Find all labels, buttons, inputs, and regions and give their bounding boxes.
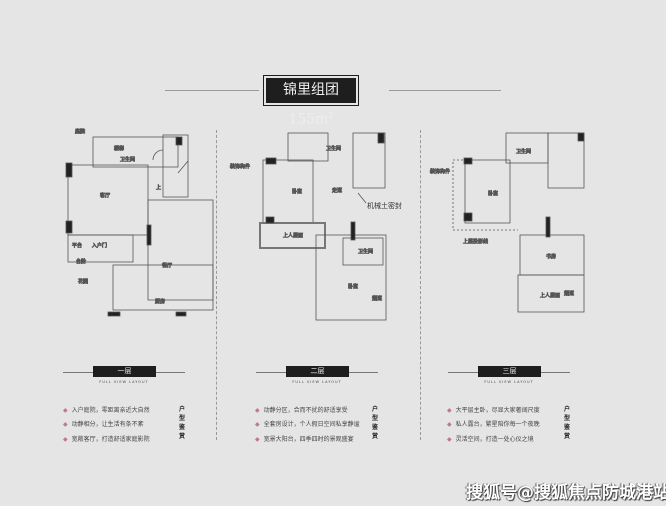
floor-subtitle-2: FULL VIEW LAYOUT: [292, 380, 342, 384]
divider-2: [420, 130, 421, 440]
bullet-icon: ◆: [255, 421, 260, 428]
floor-subtitle-3: FULL VIEW LAYOUT: [484, 380, 534, 384]
page-title: 锦里组团155m2: [263, 75, 359, 128]
title-text: 锦里组团155: [283, 82, 339, 128]
feature-text: 动静相分，让生活有条不紊: [71, 421, 144, 428]
floor-label-3: 三层: [478, 366, 541, 377]
feature-text: 大平层主卧，尽显大家奢阔尺度: [455, 407, 540, 414]
room-label: 卫生间: [120, 156, 135, 163]
title-sup: 2: [328, 111, 334, 120]
bullet-icon: ◆: [447, 407, 452, 414]
room-label: 书房: [546, 253, 556, 260]
feature-item: ◆动静分区，合而不扰的舒适享受: [255, 405, 348, 414]
room-label: 烟道: [564, 290, 574, 297]
floor-plan-2: 卧室 卫生间 走道 上人屋面 卫生间 卧室 装饰构件 烟道: [228, 125, 388, 325]
room-label: 厨房: [155, 298, 165, 305]
feature-text: 灵活空间，打造一处心仪之境: [455, 436, 534, 443]
divider-1: [216, 130, 217, 440]
feature-item: ◆灵活空间，打造一处心仪之境: [447, 434, 534, 443]
title-rule-left: [165, 90, 259, 91]
side-label-3: 户型鉴赏: [563, 406, 570, 440]
room-label: 卫生间: [358, 248, 373, 255]
room-label: 卧室: [488, 190, 498, 197]
room-label: 卧室: [348, 283, 358, 290]
floor-plan-1: 客厅 卫生间 餐厅 厨房 平台 入户门 花园 台阶 楼梯 上 庭院: [58, 125, 218, 325]
feature-item: ◆宽景大阳台，四季四时的景观盛宴: [255, 434, 354, 443]
room-label: 装饰构件: [430, 168, 450, 175]
room-label: 平台: [72, 242, 82, 249]
room-label: 上: [156, 184, 161, 191]
feature-item: ◆入户庭院，零距离亲近大自然: [63, 405, 150, 414]
room-label: 台阶: [76, 258, 86, 265]
feature-text: 宽敞客厅，打造舒适家庭影院: [71, 436, 150, 443]
feature-item: ◆全套房设计，个人假日空间私享静谧: [255, 419, 360, 428]
feature-text: 入户庭院，零距离亲近大自然: [71, 407, 150, 414]
bullet-icon: ◆: [63, 436, 68, 443]
room-label: 卧室: [292, 188, 302, 195]
watermark: 搜狐号@搜狐焦点防城港站: [466, 483, 666, 503]
room-label: 入户门: [92, 242, 107, 249]
feature-text: 全套房设计，个人假日空间私享静谧: [263, 421, 360, 428]
bullet-icon: ◆: [63, 407, 68, 414]
side-label-2: 户型鉴赏: [371, 406, 378, 440]
room-label: 机械土密封: [366, 201, 403, 211]
floor-plan-3: 卧室 卫生间 书房 上人屋面 装饰构件 上层投影线 烟道: [428, 125, 588, 325]
floor-label-2: 二层: [286, 366, 349, 377]
feature-item: ◆大平层主卧，尽显大家奢阔尺度: [447, 405, 540, 414]
room-label: 上人屋面: [283, 232, 303, 239]
room-label: 走道: [332, 187, 342, 194]
feature-item: ◆宽敞客厅，打造舒适家庭影院: [63, 434, 150, 443]
feature-text: 宽景大阳台，四季四时的景观盛宴: [263, 436, 354, 443]
room-label: 楼梯: [114, 145, 124, 152]
feature-text: 动静分区，合而不扰的舒适享受: [263, 407, 348, 414]
room-label: 上人屋面: [540, 292, 560, 299]
title-unit: m: [315, 111, 329, 128]
feature-item: ◆私人露台，繁星陪你每一个夜晚: [447, 419, 540, 428]
bullet-icon: ◆: [63, 421, 68, 428]
room-label: 客厅: [100, 192, 110, 199]
floor-label-1: 一层: [93, 366, 156, 377]
feature-item: ◆动静相分，让生活有条不紊: [63, 419, 144, 428]
room-label: 上层投影线: [463, 238, 488, 245]
room-label: 卫生间: [516, 148, 531, 155]
bullet-icon: ◆: [255, 436, 260, 443]
room-label: 餐厅: [162, 262, 172, 269]
side-label-1: 户型鉴赏: [178, 406, 185, 440]
feature-text: 私人露台，繁星陪你每一个夜晚: [455, 421, 540, 428]
floor-subtitle-1: FULL VIEW LAYOUT: [99, 380, 149, 384]
room-label: 烟道: [372, 295, 382, 302]
bullet-icon: ◆: [255, 407, 260, 414]
bullet-icon: ◆: [447, 436, 452, 443]
room-label: 卫生间: [326, 145, 341, 152]
title-rule-right: [389, 90, 501, 91]
room-label: 花园: [78, 278, 88, 285]
room-label: 庭院: [75, 128, 85, 135]
room-label: 装饰构件: [230, 163, 250, 170]
bullet-icon: ◆: [447, 421, 452, 428]
